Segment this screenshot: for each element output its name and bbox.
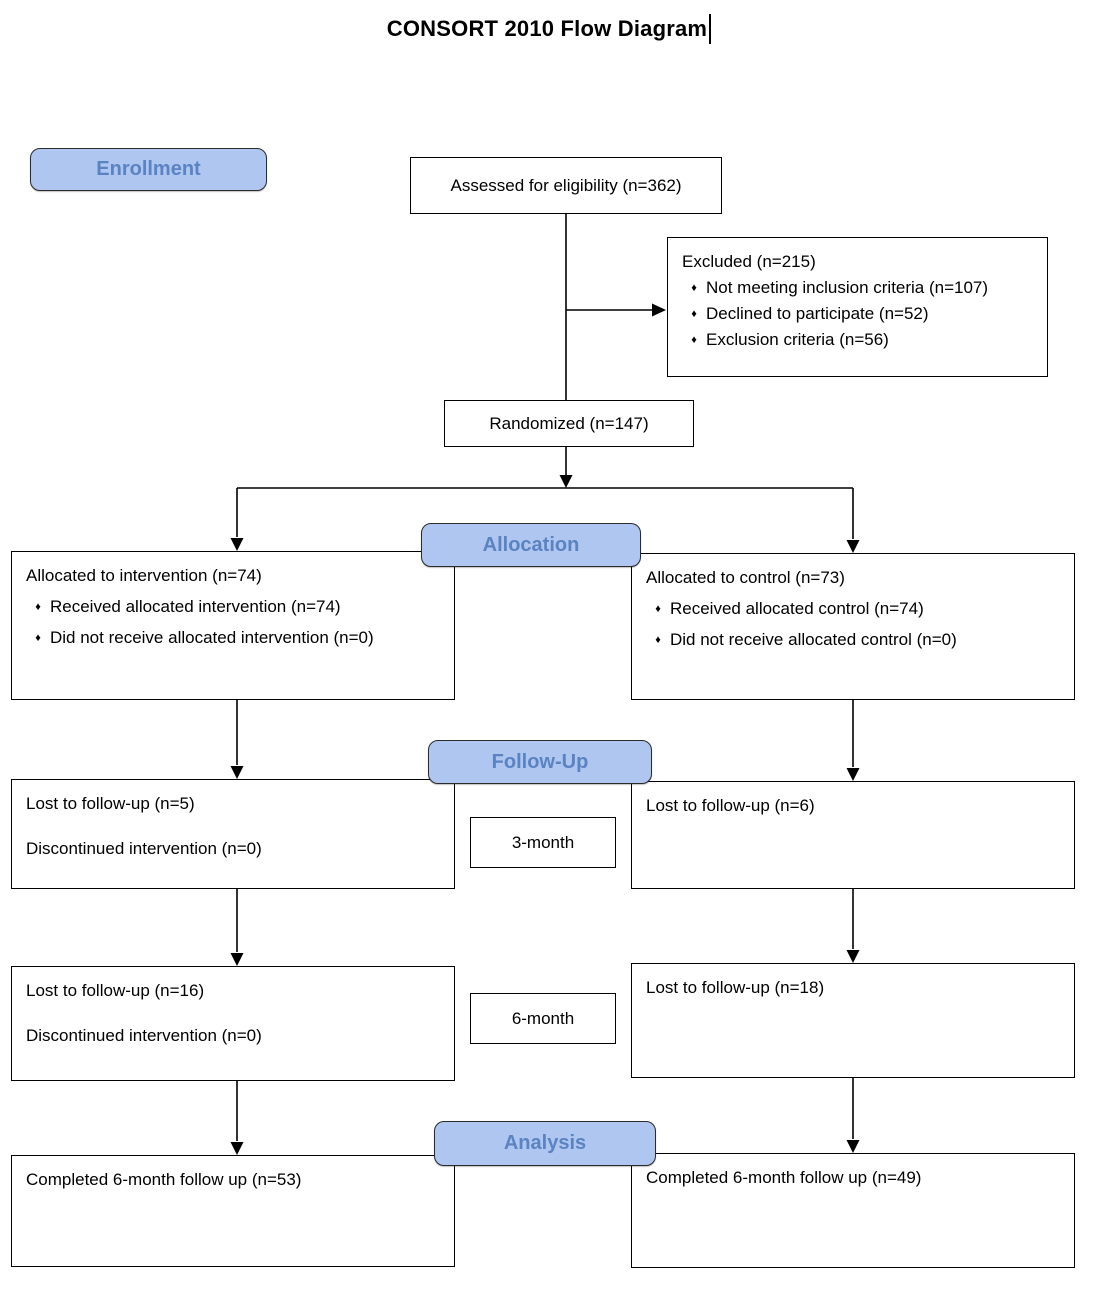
box-excluded-bullet-3: ♦ Exclusion criteria (n=56): [682, 327, 1033, 353]
box-excluded-bullet-1: ♦ Not meeting inclusion criteria (n=107): [682, 275, 1033, 301]
box-timepoint-6month[interactable]: 6-month: [470, 993, 616, 1044]
stage-badge-analysis-label: Analysis: [503, 1132, 587, 1154]
stage-badge-enrollment-label: Enrollment: [96, 158, 201, 180]
box-assessed-text: Assessed for eligibility (n=362): [450, 175, 682, 195]
stage-badge-allocation[interactable]: Allocation: [421, 523, 641, 567]
stage-badge-enrollment[interactable]: Enrollment: [30, 148, 267, 191]
arrowhead-fu6-left: [230, 953, 244, 966]
stage-badge-followup[interactable]: Follow-Up: [428, 740, 652, 784]
bullet-icon: ♦: [655, 634, 661, 646]
box-fu6-intervention[interactable]: Lost to follow-up (n=16) Discontinued in…: [11, 966, 455, 1081]
arrowhead-fu6-right: [846, 950, 860, 963]
box-completed-control-text: Completed 6-month follow up (n=49): [646, 1168, 922, 1187]
arrowhead-analysis-left: [230, 1142, 244, 1155]
box-fu3-intervention[interactable]: Lost to follow-up (n=5) Discontinued int…: [11, 779, 455, 889]
box-allocated-control-bullet-1-text: Received allocated control (n=74): [670, 599, 924, 618]
box-allocated-intervention-title: Allocated to intervention (n=74): [26, 566, 262, 585]
bullet-icon: ♦: [35, 632, 41, 644]
arrowhead-analysis-right: [846, 1140, 860, 1153]
arrowhead-fu3-right: [846, 768, 860, 781]
box-completed-control[interactable]: Completed 6-month follow up (n=49): [631, 1153, 1075, 1268]
box-randomized-text: Randomized (n=147): [489, 413, 649, 433]
arrowhead-alloc-right: [846, 540, 860, 553]
stage-badge-allocation-label: Allocation: [482, 533, 580, 556]
box-timepoint-3month-text: 3-month: [511, 832, 575, 852]
box-excluded-bullet-2: ♦ Declined to participate (n=52): [682, 301, 1033, 327]
box-fu6-control[interactable]: Lost to follow-up (n=18): [631, 963, 1075, 1078]
arrowhead-alloc-left: [230, 538, 244, 551]
box-completed-intervention-text: Completed 6-month follow up (n=53): [26, 1170, 302, 1189]
box-excluded-title: Excluded (n=215): [682, 252, 816, 271]
arrowhead-excluded: [652, 303, 666, 317]
box-allocated-control[interactable]: Allocated to control (n=73) ♦ Received a…: [631, 553, 1075, 700]
arrowhead-split: [559, 475, 573, 488]
arrowhead-fu3-left: [230, 766, 244, 779]
box-fu6-intervention-line-2: Discontinued intervention (n=0): [26, 1026, 262, 1045]
box-excluded-bullet-3-text: Exclusion criteria (n=56): [706, 330, 889, 349]
box-allocated-intervention-bullet-2: ♦ Did not receive allocated intervention…: [26, 625, 440, 651]
title-row: CONSORT 2010 Flow Diagram: [0, 12, 1098, 46]
box-excluded-bullet-1-text: Not meeting inclusion criteria (n=107): [706, 278, 989, 297]
box-fu3-intervention-line-1: Lost to follow-up (n=5): [26, 794, 195, 813]
box-assessed[interactable]: Assessed for eligibility (n=362): [410, 157, 722, 214]
box-allocated-control-title: Allocated to control (n=73): [646, 568, 845, 587]
box-excluded[interactable]: Excluded (n=215) ♦ Not meeting inclusion…: [667, 237, 1048, 377]
box-fu3-control-line-1: Lost to follow-up (n=6): [646, 796, 815, 815]
box-fu3-intervention-line-2: Discontinued intervention (n=0): [26, 839, 262, 858]
box-allocated-intervention[interactable]: Allocated to intervention (n=74) ♦ Recei…: [11, 551, 455, 700]
box-randomized[interactable]: Randomized (n=147): [444, 400, 694, 447]
stage-badge-followup-label: Follow-Up: [491, 750, 589, 773]
box-excluded-bullet-2-text: Declined to participate (n=52): [706, 304, 929, 323]
box-allocated-intervention-bullet-1: ♦ Received allocated intervention (n=74): [26, 594, 440, 620]
box-fu6-control-line-1: Lost to follow-up (n=18): [646, 978, 825, 997]
bullet-icon: ♦: [691, 282, 697, 294]
box-allocated-intervention-bullet-2-text: Did not receive allocated intervention (…: [50, 628, 374, 647]
box-fu3-control[interactable]: Lost to follow-up (n=6): [631, 781, 1075, 889]
box-allocated-control-bullet-2-text: Did not receive allocated control (n=0): [670, 630, 957, 649]
box-timepoint-6month-text: 6-month: [511, 1008, 575, 1028]
box-timepoint-3month[interactable]: 3-month: [470, 817, 616, 868]
bullet-icon: ♦: [691, 308, 697, 320]
box-allocated-control-bullet-1: ♦ Received allocated control (n=74): [646, 596, 1060, 622]
box-allocated-intervention-bullet-1-text: Received allocated intervention (n=74): [50, 597, 341, 616]
page-title: CONSORT 2010 Flow Diagram: [386, 16, 708, 41]
text-cursor: [709, 14, 712, 44]
box-allocated-control-bullet-2: ♦ Did not receive allocated control (n=0…: [646, 627, 1060, 653]
bullet-icon: ♦: [691, 334, 697, 346]
box-completed-intervention[interactable]: Completed 6-month follow up (n=53): [11, 1155, 455, 1267]
stage-badge-analysis[interactable]: Analysis: [434, 1121, 656, 1166]
box-fu6-intervention-line-1: Lost to follow-up (n=16): [26, 981, 205, 1000]
bullet-icon: ♦: [35, 601, 41, 613]
bullet-icon: ♦: [655, 603, 661, 615]
